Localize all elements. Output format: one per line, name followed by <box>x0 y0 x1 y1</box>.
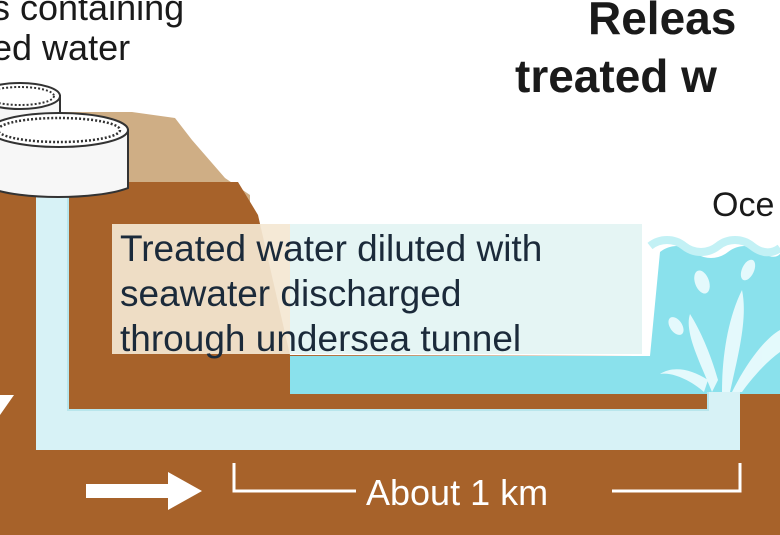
tanks-caption-line-2: ed water <box>0 27 131 68</box>
title-line-2: treated w <box>515 50 717 102</box>
discharge-caption: Treated water diluted with seawater disc… <box>120 226 542 361</box>
discharge-splash-icon <box>660 259 780 392</box>
undersea-tunnel <box>36 188 740 450</box>
storage-tank-front <box>0 112 129 198</box>
caption-box-tint <box>290 224 642 354</box>
ocean-surface-wave <box>647 236 780 257</box>
tanks-caption: s containing ed water <box>0 0 184 68</box>
discharge-caption-line-1: Treated water diluted with <box>120 228 543 269</box>
downflow-arrow-icon <box>0 395 14 415</box>
sea <box>290 246 780 394</box>
title-line-1: Releas <box>588 0 737 44</box>
tanks-caption-line-1: s containing <box>0 0 185 28</box>
distance-bracket-left <box>232 463 356 493</box>
distance-bracket-right <box>612 463 742 493</box>
discharge-caption-line-3: through undersea tunnel <box>120 318 522 359</box>
distance-label: About 1 km <box>366 472 549 513</box>
tunnel-inner-edge <box>67 188 709 411</box>
discharge-caption-line-2: seawater discharged <box>120 273 462 314</box>
ocean-label: Oce <box>712 186 775 224</box>
flow-arrow-icon <box>86 472 202 510</box>
